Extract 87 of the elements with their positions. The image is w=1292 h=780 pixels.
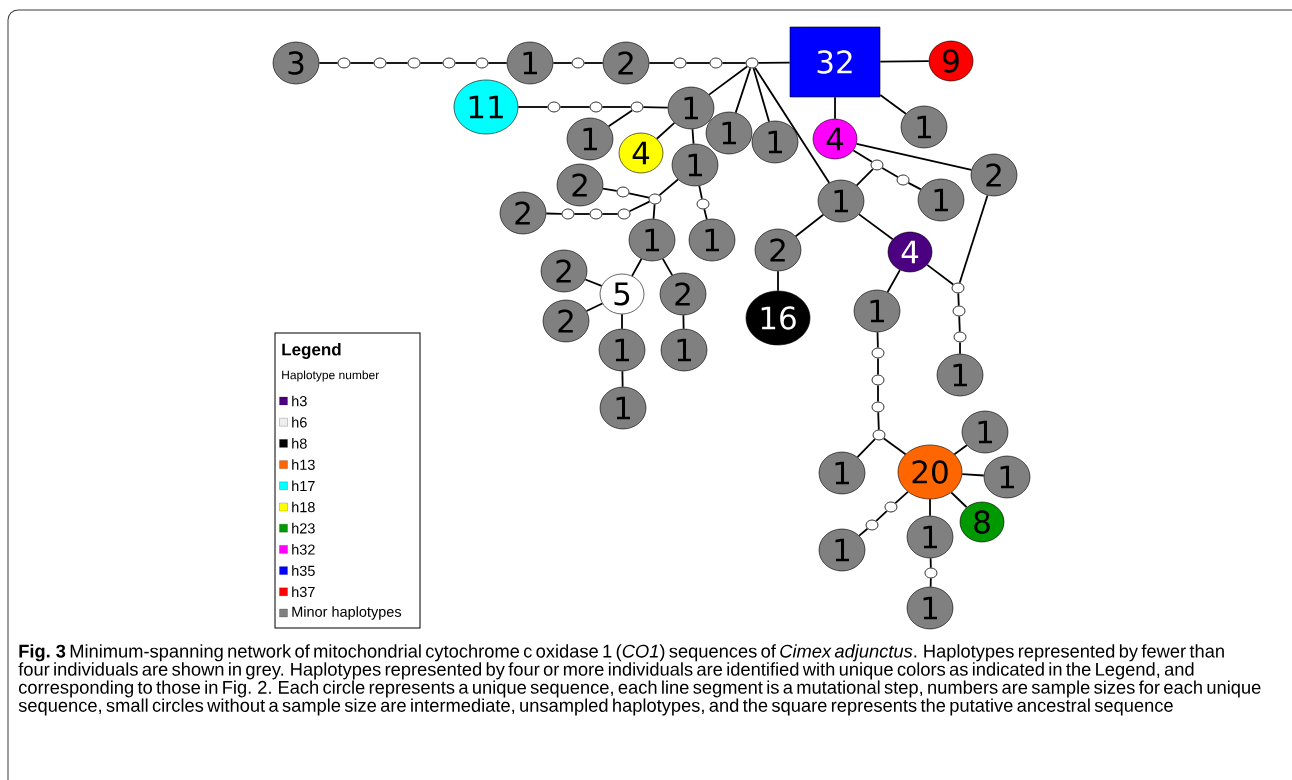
network-line — [777, 270, 779, 292]
network-line — [419, 62, 444, 64]
legend-subtitle: Haplotype number — [282, 370, 380, 382]
network-line — [628, 192, 650, 199]
network-line — [682, 314, 685, 330]
legend-label: h13 — [292, 459, 315, 470]
network-line — [757, 61, 791, 64]
network-line — [876, 331, 879, 349]
network-line — [877, 357, 879, 376]
network-line — [585, 302, 604, 312]
network-line — [349, 62, 375, 64]
network-line — [961, 473, 985, 477]
network-line — [855, 143, 973, 171]
network-line — [601, 213, 619, 215]
network-line — [855, 168, 874, 187]
network-line — [559, 106, 591, 108]
network-line — [573, 213, 591, 215]
network-line — [648, 62, 675, 64]
network-line — [517, 106, 549, 108]
network-line — [875, 510, 888, 522]
legend-label: h23 — [292, 522, 315, 534]
network-line — [621, 370, 624, 388]
legend-label: h37 — [292, 586, 315, 598]
network-line — [631, 258, 643, 277]
network-line — [957, 292, 960, 307]
network-line — [881, 167, 899, 178]
network-line — [852, 149, 873, 163]
legend-label: h3 — [292, 395, 307, 407]
network-line — [879, 60, 930, 63]
network-line — [318, 62, 339, 64]
network-line — [958, 315, 961, 333]
network-line — [708, 65, 749, 96]
network-line — [958, 194, 989, 284]
legend-title: Legend — [282, 343, 341, 359]
network-line — [545, 212, 563, 215]
network-line — [886, 269, 901, 293]
network-line — [721, 62, 747, 64]
network-line — [703, 208, 708, 221]
network-line — [661, 257, 674, 277]
legend-label: h35 — [292, 565, 315, 576]
network-line — [652, 203, 656, 220]
network-line — [642, 106, 669, 109]
network-line — [894, 490, 909, 504]
network-line — [385, 62, 409, 64]
network-line — [929, 577, 932, 588]
network-line — [698, 185, 703, 200]
network-line — [929, 498, 931, 517]
network-line — [794, 213, 825, 238]
network-line — [655, 122, 676, 140]
network-line — [583, 62, 604, 64]
network-line — [907, 181, 922, 191]
network-line — [877, 411, 880, 431]
network-line — [858, 213, 894, 241]
network-line — [734, 67, 752, 114]
network-line — [601, 106, 632, 108]
network-line — [858, 527, 869, 537]
network-line — [879, 94, 907, 115]
network-line — [487, 62, 508, 64]
network-line — [959, 341, 961, 355]
network-line — [926, 264, 955, 286]
network-line — [584, 278, 603, 287]
network-line — [754, 66, 831, 184]
network-line — [658, 178, 679, 197]
network-line — [691, 128, 695, 145]
network-line — [929, 557, 932, 569]
network-line — [552, 62, 573, 64]
network-line — [628, 200, 651, 213]
network-line — [752, 67, 770, 123]
network-line — [607, 109, 633, 128]
legend-label: h32 — [292, 544, 315, 555]
legend-label: h18 — [292, 501, 315, 513]
legend-label: h6 — [292, 416, 307, 428]
ancestral-square: 32 — [789, 26, 881, 98]
network-line — [950, 491, 968, 509]
legend-label: h17 — [292, 480, 315, 492]
network-line — [877, 384, 879, 403]
network-line — [953, 444, 968, 456]
network-line — [602, 187, 618, 192]
legend-label: h8 — [292, 438, 307, 449]
network-line — [856, 438, 876, 458]
network-line — [834, 96, 836, 120]
network-line — [685, 62, 711, 64]
network-line — [454, 62, 477, 64]
network-line — [621, 313, 623, 330]
network-line — [882, 437, 907, 456]
legend-label: Minor haplotypes — [292, 606, 402, 620]
figure-caption: Fig. 3 Minimum-spanning network of mitochondrial cytochrome c oxidase 1 (CO1) sequences of Cimex adjunctus. Haplotypes represented by fewer than four individuals are shown in grey. Haplotypes represented by four or more individuals are identified with unique colors as indicated in the Legend, and corresponding to those in Fig. 2. Each circle represents a unique sequence, each line segment is a mutational step, numbers are sample sizes for each unique sequence, small circles without a sample size are intermediate, unsampled haplotypes, and the square represents the putative ancestral sequence — [18, 644, 1261, 716]
